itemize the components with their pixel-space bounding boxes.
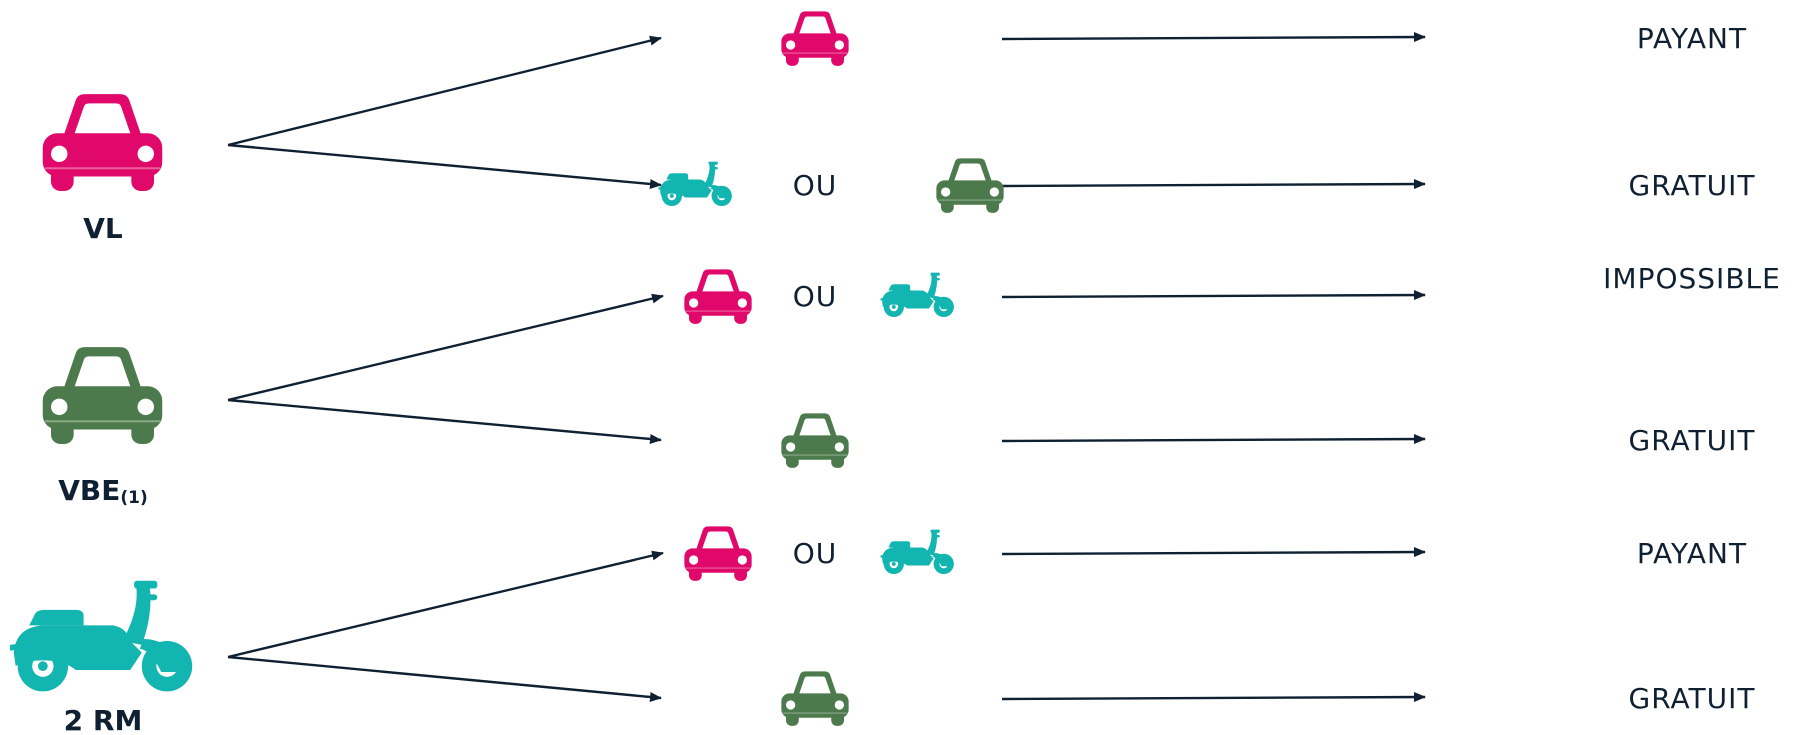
green-car-icon bbox=[781, 671, 849, 726]
result-arrow bbox=[1001, 434, 1426, 445]
source-label-text: VBE bbox=[58, 474, 120, 507]
result-label: GRATUIT bbox=[1629, 424, 1756, 457]
source-teal-scooter-icon bbox=[9, 580, 193, 692]
result-arrow bbox=[1001, 290, 1426, 301]
arrows-layer bbox=[227, 32, 1426, 703]
result-arrow bbox=[1001, 692, 1426, 703]
row: OU bbox=[658, 158, 1004, 213]
result-label: GRATUIT bbox=[1629, 682, 1756, 715]
green-car-icon bbox=[781, 413, 849, 468]
teal-scooter-icon bbox=[880, 272, 954, 318]
row: OU bbox=[684, 269, 954, 324]
row: OU bbox=[684, 526, 954, 581]
sources-column: VL VBE(1) 2 RM bbox=[9, 94, 193, 735]
green-car-icon bbox=[936, 158, 1004, 213]
source-pink-car-icon bbox=[42, 94, 163, 191]
teal-scooter-icon bbox=[880, 529, 954, 575]
or-label: OU bbox=[793, 169, 838, 202]
row bbox=[781, 413, 849, 468]
pink-car-icon bbox=[684, 269, 752, 324]
source-label: VBE(1) bbox=[58, 474, 148, 508]
row bbox=[781, 11, 849, 66]
row bbox=[781, 671, 849, 726]
pink-car-icon bbox=[781, 11, 849, 66]
source-label-footnote: (1) bbox=[120, 488, 147, 508]
or-label: OU bbox=[793, 537, 838, 570]
result-label: PAYANT bbox=[1637, 537, 1747, 570]
teal-scooter-icon bbox=[658, 161, 732, 207]
source-green-car-icon bbox=[42, 347, 163, 444]
result-arrow bbox=[1001, 32, 1426, 43]
results-column: PAYANT GRATUIT IMPOSSIBLE GRATUIT PAYANT GRAT… bbox=[1603, 22, 1781, 715]
source-label: 2 RM bbox=[64, 704, 143, 735]
branch-arrow bbox=[227, 143, 662, 189]
result-arrow bbox=[1001, 547, 1426, 558]
branch-arrow bbox=[227, 398, 662, 444]
branch-arrow bbox=[227, 35, 662, 147]
source-label-text: VL bbox=[83, 212, 123, 245]
or-label: OU bbox=[793, 280, 838, 313]
branch-arrow bbox=[227, 293, 664, 402]
targets-column: OU OU OU bbox=[658, 11, 1004, 726]
result-label: PAYANT bbox=[1637, 22, 1747, 55]
branch-arrow bbox=[227, 655, 662, 702]
result-arrow bbox=[1001, 179, 1426, 190]
source-label: VL bbox=[83, 212, 123, 245]
result-label: GRATUIT bbox=[1629, 169, 1756, 202]
pink-car-icon bbox=[684, 526, 752, 581]
source-label-text: 2 RM bbox=[64, 704, 143, 735]
branch-arrow bbox=[227, 550, 664, 659]
result-label: IMPOSSIBLE bbox=[1603, 262, 1781, 295]
